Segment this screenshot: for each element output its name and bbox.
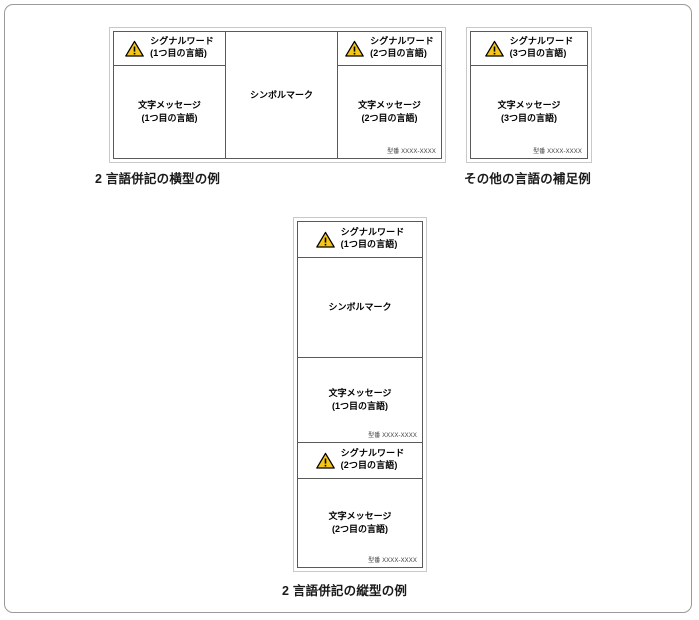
horizontal-language2-signal-word: シグナルワード (2つ目の言語): [370, 36, 434, 58]
vertical-symbol-mark-panel: シンボルマーク: [298, 258, 422, 358]
vertical-language1-message-body: 文字メッセージ (1つ目の言語) 型番 XXXX-XXXX: [298, 358, 422, 443]
vertical-language2-model-number: 型番 XXXX-XXXX: [368, 558, 417, 564]
horizontal-language2-signal-header: シグナルワード (2つ目の言語): [338, 32, 441, 66]
supplement-language3-message-text: 文字メッセージ (3つ目の言語): [497, 99, 561, 123]
horizontal-language2-model-number: 型番 XXXX-XXXX: [387, 149, 436, 155]
vertical-language2-signal-header: シグナルワード (2つ目の言語): [298, 443, 422, 479]
vertical-language1-signal-word: シグナルワード (1つ目の言語): [340, 227, 405, 249]
warning-triangle-icon: [345, 40, 364, 57]
horizontal-symbol-mark-panel: シンボルマーク: [226, 32, 338, 158]
horizontal-figure-caption: 2 言語併記の横型の例: [95, 172, 221, 186]
horizontal-language1-signal-header: シグナルワード (1つ目の言語): [114, 32, 225, 66]
vertical-bilingual-label-figure: シグナルワード (1つ目の言語) シンボルマーク 文字メッセージ (1つ目の言語…: [293, 217, 427, 572]
supplement-language3-column: シグナルワード (3つ目の言語) 文字メッセージ (3つ目の言語) 型番 XXX…: [471, 32, 587, 158]
vertical-language1-signal-header: シグナルワード (1つ目の言語): [298, 222, 422, 258]
horizontal-language1-message-body: 文字メッセージ (1つ目の言語): [114, 66, 225, 158]
vertical-language1-model-number: 型番 XXXX-XXXX: [368, 433, 417, 439]
horizontal-language1-signal-word: シグナルワード (1つ目の言語): [150, 36, 214, 58]
warning-triangle-icon: [315, 231, 335, 248]
warning-triangle-icon: [125, 40, 144, 57]
vertical-label-body: シグナルワード (1つ目の言語) シンボルマーク 文字メッセージ (1つ目の言語…: [297, 221, 423, 568]
horizontal-symbol-mark-label: シンボルマーク: [249, 89, 313, 100]
horizontal-label-body: シグナルワード (1つ目の言語) 文字メッセージ (1つ目の言語) シンボルマー…: [113, 31, 442, 159]
supplement-figure-caption: その他の言語の補足例: [464, 172, 592, 186]
vertical-figure-caption: 2 言語併記の縦型の例: [282, 584, 408, 598]
horizontal-language1-column: シグナルワード (1つ目の言語) 文字メッセージ (1つ目の言語): [114, 32, 226, 158]
vertical-symbol-mark-label: シンボルマーク: [328, 302, 392, 313]
vertical-language2-message-body: 文字メッセージ (2つ目の言語) 型番 XXXX-XXXX: [298, 479, 422, 567]
supplement-label-body: シグナルワード (3つ目の言語) 文字メッセージ (3つ目の言語) 型番 XXX…: [470, 31, 588, 159]
horizontal-language1-message-text: 文字メッセージ (1つ目の言語): [138, 99, 201, 123]
supplement-language3-signal-word: シグナルワード (3つ目の言語): [509, 36, 574, 58]
warning-triangle-icon: [484, 40, 504, 57]
vertical-language2-message-text: 文字メッセージ (2つ目の言語): [328, 510, 392, 534]
supplement-language3-signal-header: シグナルワード (3つ目の言語): [471, 32, 587, 66]
warning-triangle-icon: [315, 452, 335, 469]
vertical-language2-signal-word: シグナルワード (2つ目の言語): [340, 448, 405, 470]
horizontal-language2-message-body: 文字メッセージ (2つ目の言語) 型番 XXXX-XXXX: [338, 66, 441, 158]
supplement-language-label-figure: シグナルワード (3つ目の言語) 文字メッセージ (3つ目の言語) 型番 XXX…: [466, 27, 592, 163]
horizontal-language2-message-text: 文字メッセージ (2つ目の言語): [358, 99, 421, 123]
vertical-language1-message-text: 文字メッセージ (1つ目の言語): [328, 387, 392, 411]
horizontal-bilingual-label-figure: シグナルワード (1つ目の言語) 文字メッセージ (1つ目の言語) シンボルマー…: [109, 27, 446, 163]
horizontal-language2-column: シグナルワード (2つ目の言語) 文字メッセージ (2つ目の言語) 型番 XXX…: [338, 32, 441, 158]
supplement-language3-model-number: 型番 XXXX-XXXX: [533, 149, 582, 155]
page-frame: シグナルワード (1つ目の言語) 文字メッセージ (1つ目の言語) シンボルマー…: [4, 4, 692, 613]
supplement-language3-message-body: 文字メッセージ (3つ目の言語) 型番 XXXX-XXXX: [471, 66, 587, 158]
